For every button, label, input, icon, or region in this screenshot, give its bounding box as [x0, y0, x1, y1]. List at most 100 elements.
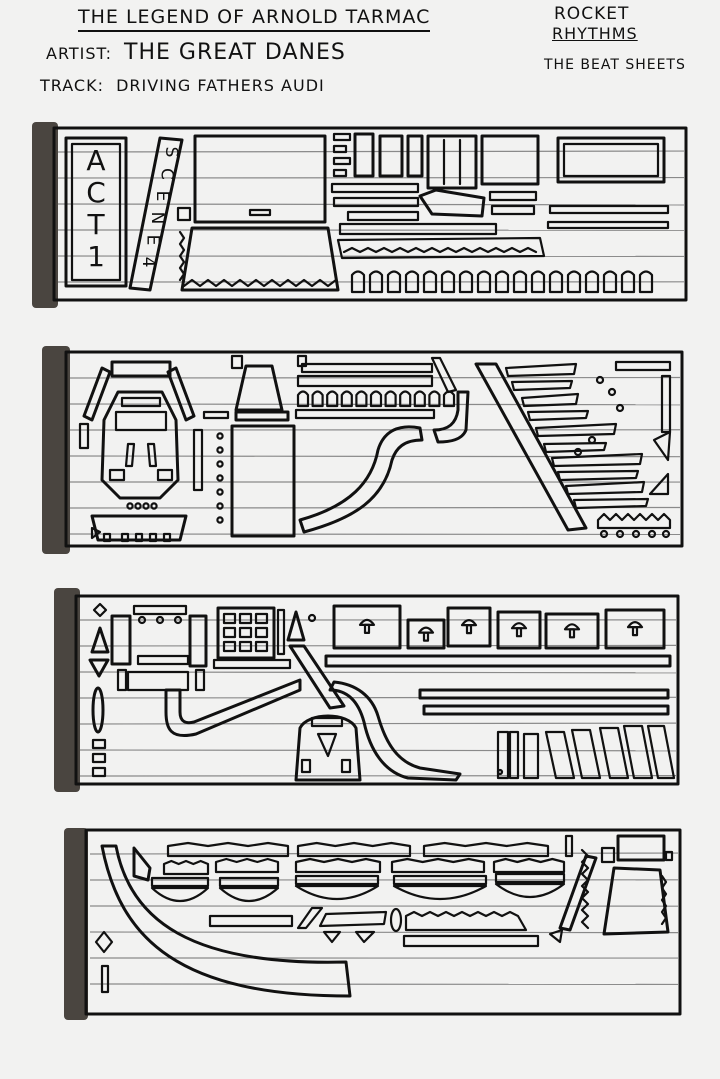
car-hood — [116, 412, 166, 430]
s3-curved-road — [166, 680, 300, 736]
column-dot — [217, 503, 222, 508]
band-segment — [164, 861, 208, 874]
band-segment — [424, 843, 548, 856]
tall-panel — [232, 426, 294, 536]
fan-dot — [609, 389, 615, 395]
long-bar — [424, 706, 668, 714]
bumper-dot — [104, 534, 110, 541]
dot-column — [217, 433, 222, 522]
grille-dot — [151, 503, 156, 508]
grid-cell — [224, 628, 235, 637]
bowl — [220, 888, 278, 901]
strip-bar — [128, 672, 188, 690]
tick — [93, 740, 105, 748]
mushroom-stem — [365, 625, 369, 633]
grid-cell — [256, 614, 267, 623]
fan-bar — [512, 381, 572, 390]
bumper-dot — [122, 534, 128, 541]
grille-dot — [135, 503, 140, 508]
right-trapezoid — [604, 868, 668, 934]
fan-dot — [597, 377, 603, 383]
band-segment — [392, 859, 484, 872]
grille-dot — [127, 503, 132, 508]
diamond — [94, 604, 106, 616]
fan-dot — [575, 449, 581, 455]
column-group — [428, 136, 476, 188]
screen-box — [482, 136, 538, 184]
angled-bar — [432, 358, 456, 392]
small-wedge — [134, 848, 150, 880]
icon-tile — [606, 610, 664, 648]
car-rear-window — [312, 718, 342, 726]
icon-tile — [546, 614, 598, 648]
small-dot — [309, 615, 315, 621]
strip-4-binding — [64, 828, 88, 1020]
strip-bar — [134, 606, 186, 614]
slant-bar — [524, 734, 538, 778]
bumper-dot — [150, 534, 156, 541]
grid-cell — [240, 614, 251, 623]
scene-letter: N — [147, 212, 167, 225]
slant-bar — [624, 726, 652, 778]
panel-slot — [250, 210, 270, 215]
grid-cell — [224, 642, 235, 651]
column-dot — [217, 447, 222, 452]
strip-bar — [616, 362, 670, 370]
level-bar — [334, 158, 350, 164]
mushroom-stem — [633, 627, 637, 635]
long-bar — [548, 222, 668, 228]
fan-bar — [552, 454, 642, 466]
bowl — [394, 886, 486, 899]
staff-line — [58, 204, 684, 205]
bumper-dot — [164, 534, 170, 541]
strip-bar — [348, 212, 418, 220]
strip-bar — [210, 916, 292, 926]
triangle-down — [324, 932, 340, 942]
zigzag-bar — [406, 912, 526, 930]
tall-box — [190, 616, 206, 666]
slant-bar — [546, 732, 574, 778]
staff-line — [80, 750, 676, 751]
strip-bar — [138, 656, 188, 664]
scene-letter: C — [156, 168, 176, 180]
fan-cluster — [506, 364, 648, 508]
scene-letter: S — [161, 147, 181, 158]
car-rear-light — [302, 760, 310, 772]
act-letter: A — [86, 144, 105, 177]
triangle — [650, 474, 668, 494]
small-bar — [196, 670, 204, 690]
bowl — [152, 888, 208, 901]
bowl-rim — [496, 874, 564, 882]
column-2 — [380, 136, 402, 176]
staff-line — [80, 723, 676, 724]
fan-bar — [506, 364, 576, 376]
icon-tile — [334, 606, 400, 648]
grid-cell — [240, 628, 251, 637]
car-vent — [148, 444, 156, 466]
column-dot — [217, 475, 222, 480]
strip-bar — [492, 206, 534, 214]
act-letter: T — [86, 208, 105, 241]
strip-bar — [332, 184, 418, 192]
car-light — [158, 470, 172, 480]
vertical-tick — [102, 966, 108, 992]
bowl — [496, 884, 564, 897]
fan-dot — [617, 405, 623, 411]
small-square — [602, 848, 614, 862]
band-segment — [216, 859, 278, 872]
top-right-box — [618, 836, 664, 860]
scene-letter: E — [143, 235, 163, 246]
small-bar — [204, 412, 228, 418]
strip-2 — [42, 346, 682, 554]
vertical-bar — [278, 610, 284, 654]
small-bar — [118, 670, 126, 690]
strip-bar — [302, 364, 432, 372]
column-dot — [217, 517, 222, 522]
oval-mark — [93, 688, 103, 732]
level-bar — [334, 170, 346, 176]
car-windshield — [122, 398, 160, 406]
bowl-row — [152, 874, 564, 901]
mushroom-stem — [424, 633, 428, 641]
small-square — [232, 356, 242, 368]
